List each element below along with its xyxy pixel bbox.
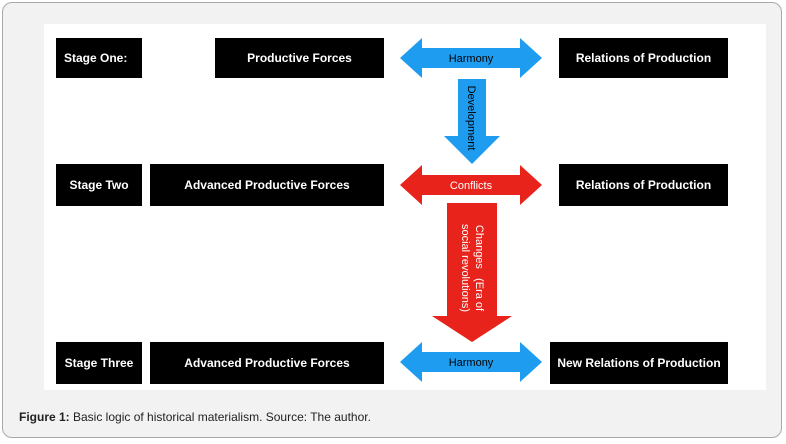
stage-two-relations-box: Relations of Production — [559, 164, 728, 206]
harmony-arrow-1-label: Harmony — [449, 53, 494, 65]
stage-two-forces-box: Advanced Productive Forces — [150, 164, 384, 206]
harmony-arrow-1 — [400, 38, 542, 78]
caption-text: Basic logic of historical materialism. S… — [69, 410, 371, 424]
conflicts-arrow-label: Conflicts — [450, 180, 493, 192]
harmony-arrow-3 — [400, 342, 542, 382]
changes-arrow — [432, 203, 512, 342]
development-arrow-label: Development — [465, 86, 477, 151]
stage-two-label: Stage Two — [56, 164, 142, 206]
stage-one-label: Stage One: — [56, 38, 142, 78]
harmony-arrow-3-label: Harmony — [449, 357, 494, 369]
changes-arrow-label-line1: Changes (Era of — [473, 225, 485, 312]
development-arrow — [444, 79, 500, 164]
diagram-canvas — [44, 24, 766, 390]
stage-three-forces-box: Advanced Productive Forces — [150, 342, 384, 384]
stage-three-relations-box: New Relations of Production — [550, 342, 728, 384]
stage-one-forces-box: Productive Forces — [215, 38, 384, 78]
stage-one-relations-box: Relations of Production — [559, 38, 728, 78]
stage-three-label: Stage Three — [56, 342, 142, 384]
changes-arrow-label-line2: social revolutions) — [459, 224, 471, 312]
caption-prefix: Figure 1: — [19, 410, 70, 424]
conflicts-arrow — [400, 165, 542, 205]
figure-caption: Figure 1: Basic logic of historical mate… — [19, 410, 371, 424]
